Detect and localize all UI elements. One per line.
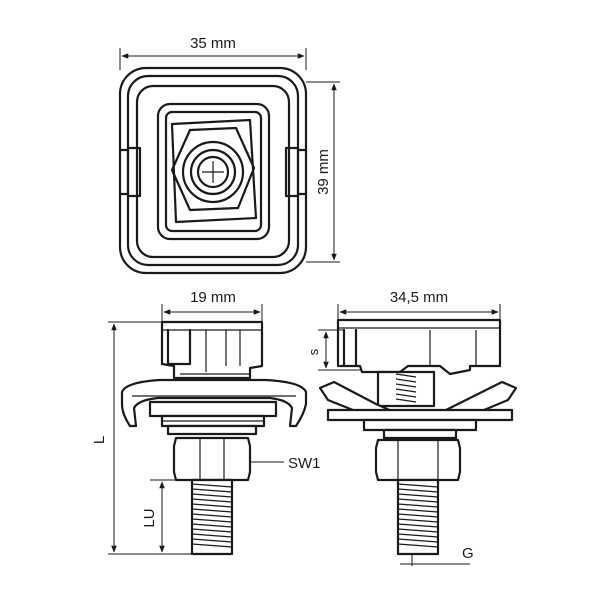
- thread-line: [397, 503, 439, 508]
- thread-line: [397, 528, 439, 533]
- thread-line: [191, 543, 233, 548]
- thread-line: [395, 373, 417, 378]
- dimension-length: L: [91, 321, 192, 555]
- thread-label: G: [462, 545, 474, 562]
- thread-line: [395, 383, 417, 388]
- thread-line: [397, 513, 439, 518]
- thread-line: [191, 498, 233, 503]
- thread-line: [397, 543, 439, 548]
- front-view: [318, 318, 518, 556]
- thread-line: [191, 518, 233, 523]
- dimension-side-width: 19 mm: [161, 289, 263, 322]
- thread-line: [191, 483, 233, 488]
- thread-line: [397, 488, 439, 493]
- thread-length-label: LU: [141, 508, 158, 527]
- thread-line: [397, 518, 439, 523]
- thread-line: [397, 533, 439, 538]
- thread-line: [191, 533, 233, 538]
- thread-line: [191, 503, 233, 508]
- callout-wrench-size: SW1: [250, 455, 321, 472]
- top-view: [118, 66, 308, 275]
- thread-line: [395, 388, 417, 393]
- dimension-top-width: 35 mm: [119, 35, 307, 70]
- thread-line: [397, 508, 439, 513]
- thread-line: [191, 493, 233, 498]
- thread-line: [191, 508, 233, 513]
- thread-line: [397, 538, 439, 543]
- callout-thread: G: [400, 545, 474, 566]
- gap-label: s: [306, 348, 321, 355]
- side-view: [120, 320, 308, 556]
- thread-line: [397, 523, 439, 528]
- top-width-label: 35 mm: [190, 35, 236, 52]
- thread-line: [397, 493, 439, 498]
- side-width-label: 19 mm: [190, 289, 236, 306]
- thread-line: [191, 528, 233, 533]
- thread-line: [395, 378, 417, 383]
- dimension-front-width: 34,5 mm: [337, 289, 501, 320]
- thread-line: [397, 498, 439, 503]
- length-label: L: [91, 436, 108, 444]
- thread-line: [191, 513, 233, 518]
- thread-line: [191, 523, 233, 528]
- thread-line: [395, 393, 417, 398]
- dimension-top-height: 39 mm: [306, 81, 340, 263]
- thread-line: [397, 483, 439, 488]
- top-height-label: 39 mm: [315, 149, 332, 195]
- front-width-label: 34,5 mm: [390, 289, 448, 306]
- wrench-size-label: SW1: [288, 455, 321, 472]
- dimension-gap: s: [306, 329, 362, 371]
- thread-line: [191, 538, 233, 543]
- thread-line: [395, 398, 417, 403]
- dimension-thread-length: LU: [141, 479, 176, 553]
- thread-line: [191, 488, 233, 493]
